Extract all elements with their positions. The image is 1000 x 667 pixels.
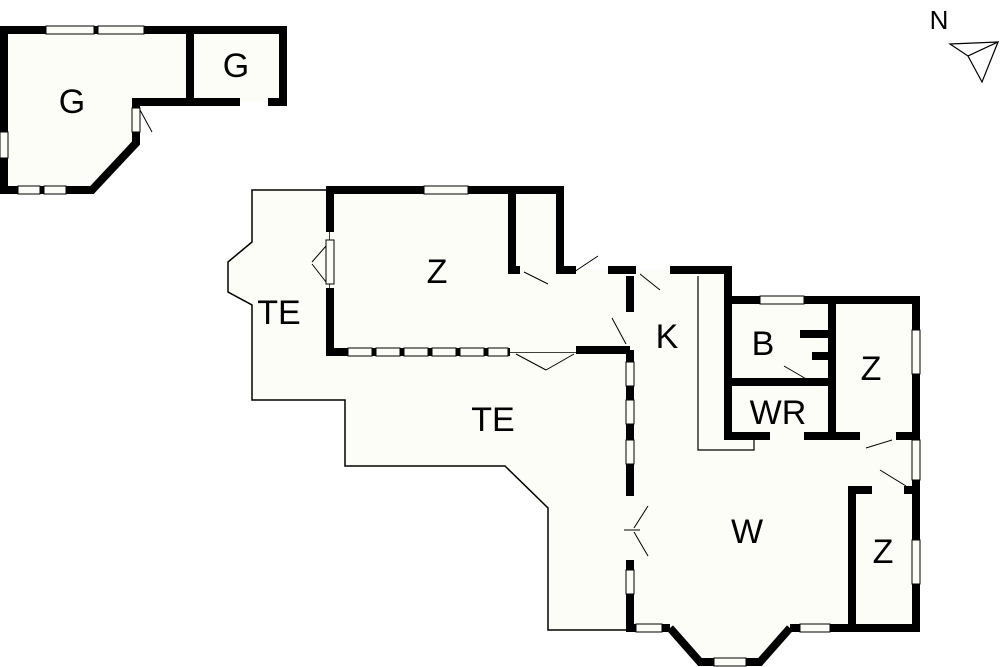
bedroom-top-floor xyxy=(330,190,630,352)
door-swing-icon xyxy=(311,263,327,283)
door-swing-icon xyxy=(639,273,661,291)
room-label-living: W xyxy=(731,513,763,551)
window xyxy=(911,439,921,481)
room-label-bathroom: B xyxy=(752,325,775,363)
window xyxy=(799,623,831,633)
door-swing-icon xyxy=(545,353,575,371)
garage-window xyxy=(0,131,9,159)
door-swing-icon xyxy=(523,271,549,285)
wall-corridor xyxy=(724,304,770,440)
window xyxy=(625,439,635,465)
garage-block: G G xyxy=(0,25,287,195)
north-label: N xyxy=(930,5,949,35)
north-arrow-icon-shadow xyxy=(967,40,1000,84)
room-label-garage-small: G xyxy=(223,47,249,85)
garage-window xyxy=(45,25,95,35)
window xyxy=(431,347,457,357)
window xyxy=(635,623,663,633)
window xyxy=(459,347,485,357)
door-swing-icon xyxy=(879,469,907,487)
garage-window xyxy=(17,185,41,195)
room-label-bedroom-bottom: Z xyxy=(873,533,894,571)
window xyxy=(325,239,335,285)
window xyxy=(423,185,469,195)
window xyxy=(487,347,509,357)
kitchen-counter-line xyxy=(697,276,755,451)
window xyxy=(625,569,635,595)
garage-door-opening xyxy=(131,107,141,133)
door-swing-icon xyxy=(311,245,327,263)
door-swing-icon xyxy=(611,317,627,345)
window xyxy=(375,347,401,357)
window xyxy=(403,347,429,357)
north-arrow: N xyxy=(930,5,1000,84)
room-label-terrace-west: TE xyxy=(257,294,300,332)
room-label-bedroom-right: Z xyxy=(861,350,882,388)
window xyxy=(625,399,635,425)
garage-window xyxy=(43,185,67,195)
window xyxy=(713,657,747,667)
garage-window xyxy=(97,25,145,35)
room-label-toilet: WR xyxy=(750,394,807,432)
wall-closet xyxy=(508,190,520,274)
house-floor xyxy=(610,270,916,664)
room-label-bedroom-top: Z xyxy=(427,253,448,291)
room-label-kitchen: K xyxy=(656,318,679,356)
window xyxy=(347,347,373,357)
door-swing-icon xyxy=(633,531,649,557)
garage-outer-wall xyxy=(0,26,287,194)
door-swing-icon xyxy=(783,365,809,381)
garage-floor xyxy=(4,30,283,190)
window xyxy=(625,361,635,387)
door-swing-icon xyxy=(865,439,893,449)
room-label-garage: G xyxy=(59,83,85,121)
window xyxy=(911,539,921,585)
door-swing-icon xyxy=(515,353,547,371)
door-swing-icon xyxy=(139,109,153,133)
wall xyxy=(670,266,732,304)
door-swing-icon xyxy=(633,505,649,529)
room-label-terrace-south: TE xyxy=(471,401,514,439)
window xyxy=(911,329,921,375)
doors xyxy=(311,245,907,557)
window xyxy=(759,295,805,305)
windows xyxy=(325,185,921,667)
door-swing-icon xyxy=(573,255,599,273)
